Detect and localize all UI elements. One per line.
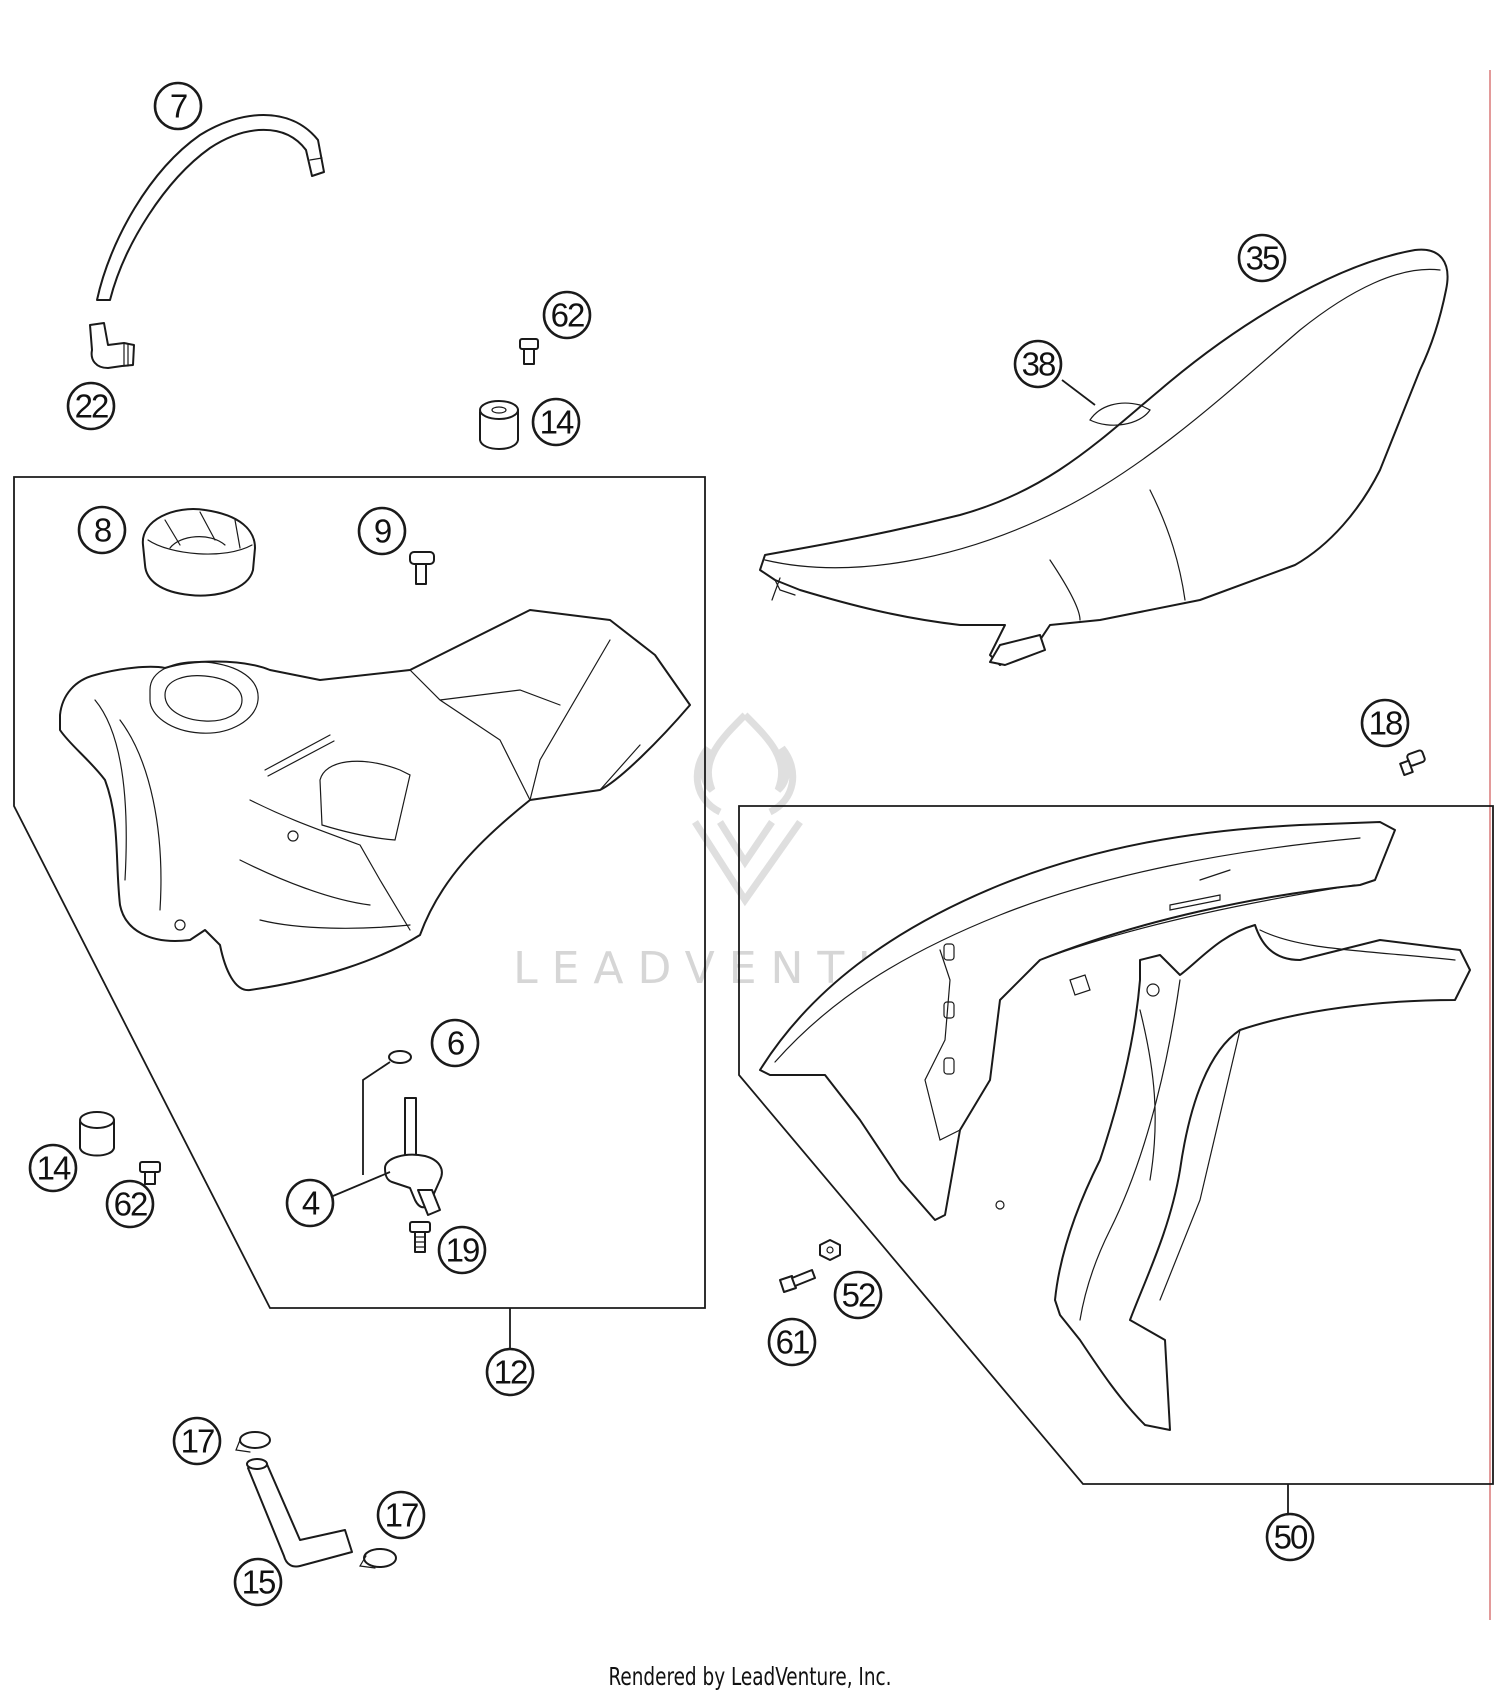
vent-hose-part: [96, 114, 325, 301]
bushing-part-left: [79, 1111, 115, 1157]
radiator-shroud-right-part: [1054, 924, 1471, 1431]
svg-text:61: 61: [776, 1324, 809, 1361]
fuel-cap-part: [141, 508, 256, 597]
callout-7: 7: [153, 81, 203, 131]
fuel-tap-part: [384, 1097, 443, 1216]
svg-text:8: 8: [94, 512, 111, 549]
svg-text:22: 22: [75, 388, 108, 425]
svg-text:15: 15: [242, 1564, 275, 1601]
svg-text:18: 18: [1369, 705, 1402, 742]
svg-text:52: 52: [842, 1277, 875, 1314]
bolt-part-top: [519, 338, 539, 365]
callout-50: 50: [1265, 1512, 1315, 1562]
svg-text:4: 4: [302, 1185, 320, 1222]
svg-text:17: 17: [181, 1423, 214, 1460]
callout-15: 15: [233, 1557, 283, 1607]
callout-19: 19: [437, 1225, 487, 1275]
o-ring-part: [388, 1050, 412, 1064]
svg-text:12: 12: [494, 1354, 527, 1391]
svg-text:7: 7: [170, 88, 187, 125]
seat-part: [759, 248, 1449, 666]
callout-62-left: 62: [105, 1179, 155, 1229]
screw-part-18: [1399, 749, 1426, 777]
svg-text:9: 9: [374, 513, 391, 550]
fuel-tank-group-box: [13, 476, 706, 1309]
watermark-v-icon: [692, 819, 803, 907]
radiator-shroud-left-part: [759, 821, 1396, 1221]
callout-12: 12: [485, 1347, 535, 1397]
hose-clamp-part-top: [235, 1431, 271, 1453]
leader-6: [362, 1061, 391, 1175]
fuel-hose-part: [246, 1458, 353, 1568]
bolt-part-61: [779, 1269, 816, 1293]
svg-text:14: 14: [37, 1150, 71, 1187]
callout-14: 14: [531, 397, 581, 447]
callout-9: 9: [357, 506, 407, 556]
svg-text:6: 6: [447, 1025, 464, 1062]
elbow-fitting-part: [89, 322, 135, 369]
svg-text:17: 17: [385, 1497, 418, 1534]
svg-text:62: 62: [114, 1186, 147, 1223]
callout-62: 62: [542, 290, 592, 340]
callout-17-top: 17: [172, 1416, 222, 1466]
callout-38: 38: [1013, 339, 1063, 389]
leader-4: [332, 1171, 391, 1197]
bolt-part-left: [139, 1161, 161, 1185]
callout-14-left: 14: [28, 1143, 78, 1193]
svg-text:19: 19: [446, 1232, 479, 1269]
callout-61: 61: [767, 1317, 817, 1367]
callout-22: 22: [66, 381, 116, 431]
fuel-tank-part: [59, 609, 691, 992]
callout-8: 8: [77, 505, 127, 555]
screw-part-9: [409, 551, 435, 585]
callout-35: 35: [1237, 233, 1287, 283]
svg-text:50: 50: [1274, 1519, 1308, 1556]
nut-part-52: [819, 1239, 841, 1261]
svg-text:38: 38: [1022, 346, 1055, 383]
callout-17-bottom: 17: [376, 1490, 426, 1540]
watermark-flame-icon: [693, 712, 797, 816]
bushing-part-top: [479, 400, 519, 450]
hose-clamp-part-bottom: [359, 1548, 397, 1569]
callout-52: 52: [833, 1270, 883, 1320]
svg-text:35: 35: [1246, 240, 1279, 277]
footer-credit: Rendered by LeadVenture, Inc.: [608, 1662, 892, 1691]
screw-part-19: [409, 1221, 431, 1253]
callout-4: 4: [285, 1178, 335, 1228]
leader-38: [1061, 379, 1096, 406]
svg-text:62: 62: [551, 297, 584, 334]
callout-6: 6: [430, 1018, 480, 1068]
svg-text:14: 14: [540, 404, 574, 441]
callout-18: 18: [1360, 698, 1410, 748]
